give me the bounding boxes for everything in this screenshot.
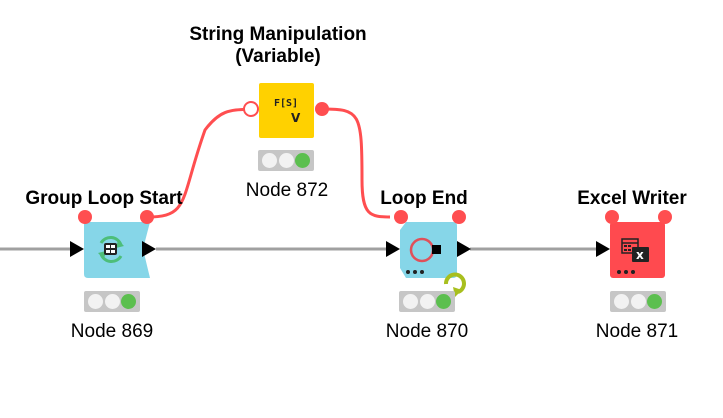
node-871-data-in-port[interactable] (596, 241, 610, 257)
status-light-yellow (419, 294, 435, 309)
loop-end-icon (409, 237, 441, 263)
string-manipulation-icon: F[S] V (274, 98, 301, 125)
node-870-title: Loop End (380, 188, 468, 209)
node-870-status-lights (399, 291, 455, 312)
node-871-excel-writer[interactable]: x (596, 210, 672, 278)
status-light-red (87, 294, 103, 309)
status-light-yellow (278, 153, 294, 168)
excel-writer-icon: x (621, 238, 649, 262)
node-872-label[interactable]: Node 872 (245, 180, 329, 201)
node-870-data-in-port[interactable] (386, 241, 400, 257)
status-light-red (402, 294, 418, 309)
loop-start-icon (98, 236, 124, 263)
node-871-label[interactable]: Node 871 (595, 321, 679, 342)
node-871-flow-var-in-port[interactable] (605, 210, 619, 224)
node-872-flow-var-in-port[interactable] (243, 101, 259, 117)
flow-connection-node-872-to-node-870[interactable] (321, 107, 391, 219)
status-light-green (647, 294, 663, 309)
node-872-string-manipulation-variable[interactable]: F[S] V (243, 83, 329, 138)
status-light-green (121, 294, 137, 309)
node-869-flow-var-in-port[interactable] (78, 210, 92, 224)
node-870-flow-var-in-port[interactable] (394, 210, 408, 224)
node-869-label[interactable]: Node 869 (70, 321, 154, 342)
node-871-status-lights (610, 291, 666, 312)
node-870-more-icon[interactable] (406, 270, 424, 274)
status-light-yellow (104, 294, 120, 309)
flow-connection-node-869-to-node-872[interactable] (146, 107, 251, 219)
svg-text:F[S]: F[S] (274, 98, 298, 109)
node-869-group-loop-start[interactable] (70, 210, 156, 278)
node-872-status-lights (258, 150, 314, 171)
node-871-more-icon[interactable] (617, 270, 635, 274)
node-869-title: Group Loop Start (25, 188, 183, 209)
node-872-flow-var-out-port[interactable] (315, 102, 329, 116)
node-872-title-line2: (Variable) (235, 46, 321, 67)
svg-text:V: V (291, 111, 301, 125)
node-869-status-lights (84, 291, 140, 312)
node-872-title-line1: String Manipulation (189, 24, 367, 45)
status-light-red (613, 294, 629, 309)
svg-text:x: x (636, 248, 644, 262)
status-light-yellow (630, 294, 646, 309)
node-870-label[interactable]: Node 870 (385, 321, 469, 342)
node-870-data-out-port[interactable] (457, 241, 471, 257)
status-light-green (436, 294, 452, 309)
node-870-loop-end[interactable] (386, 210, 471, 297)
node-872-title: String Manipulation (Variable) (189, 24, 366, 68)
loop-executing-icon (444, 272, 466, 297)
node-869-flow-var-out-port[interactable] (140, 210, 154, 224)
status-light-green (295, 153, 311, 168)
node-869-data-in-port[interactable] (70, 241, 84, 257)
status-light-red (261, 153, 277, 168)
node-870-body[interactable] (400, 222, 457, 278)
node-871-title: Excel Writer (577, 188, 687, 209)
node-869-data-out-port[interactable] (142, 241, 156, 257)
node-872-body[interactable] (259, 83, 314, 138)
node-870-flow-var-out-port[interactable] (452, 210, 466, 224)
node-871-flow-var-out-port[interactable] (658, 210, 672, 224)
